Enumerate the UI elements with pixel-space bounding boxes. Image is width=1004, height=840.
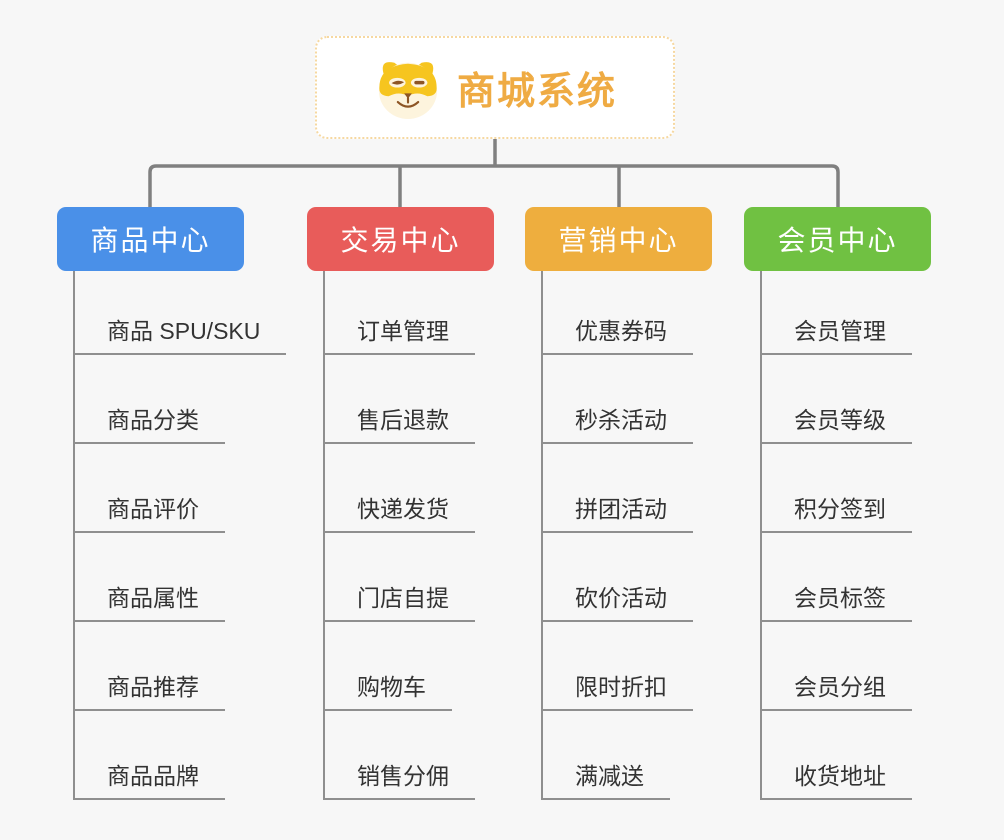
branch-item-list: 会员管理 会员等级 积分签到 会员标签 会员分组 收货地址 (760, 271, 931, 800)
branch-product-center: 商品中心 商品 SPU/SKU 商品分类 商品评价 商品属性 商品推荐 商品品牌 (57, 207, 287, 800)
branch-header-trade[interactable]: 交易中心 (307, 207, 494, 271)
branch-item[interactable]: 门店自提 (325, 533, 475, 622)
branch-item[interactable]: 商品推荐 (75, 622, 225, 711)
branch-item[interactable]: 商品品牌 (75, 711, 225, 800)
branch-item[interactable]: 售后退款 (325, 355, 475, 444)
branch-member-center: 会员中心 会员管理 会员等级 积分签到 会员标签 会员分组 收货地址 (744, 207, 931, 800)
branch-item[interactable]: 拼团活动 (543, 444, 693, 533)
branch-item[interactable]: 商品分类 (75, 355, 225, 444)
branch-item[interactable]: 收货地址 (762, 711, 912, 800)
branch-item-list: 商品 SPU/SKU 商品分类 商品评价 商品属性 商品推荐 商品品牌 (73, 271, 287, 800)
branch-item[interactable]: 购物车 (325, 622, 452, 711)
root-title: 商城系统 (456, 71, 617, 113)
branch-item-list: 优惠券码 秒杀活动 拼团活动 砍价活动 限时折扣 满减送 (541, 271, 712, 800)
branch-item[interactable]: 会员标签 (762, 533, 912, 622)
branch-header-member[interactable]: 会员中心 (744, 207, 931, 271)
branch-header-product[interactable]: 商品中心 (57, 207, 244, 271)
branch-item[interactable]: 限时折扣 (543, 622, 693, 711)
branch-item[interactable]: 快递发货 (325, 444, 475, 533)
branch-item[interactable]: 销售分佣 (325, 711, 475, 800)
branch-item[interactable]: 会员等级 (762, 355, 912, 444)
branch-item[interactable]: 商品属性 (75, 533, 225, 622)
branch-marketing-center: 营销中心 优惠券码 秒杀活动 拼团活动 砍价活动 限时折扣 满减送 (525, 207, 712, 800)
branch-header-marketing[interactable]: 营销中心 (525, 207, 712, 271)
branch-item[interactable]: 秒杀活动 (543, 355, 693, 444)
branch-item[interactable]: 满减送 (543, 711, 670, 800)
branch-trade-center: 交易中心 订单管理 售后退款 快递发货 门店自提 购物车 销售分佣 (307, 207, 494, 800)
root-node[interactable]: 商城系统 (315, 36, 675, 139)
branch-item[interactable]: 积分签到 (762, 444, 912, 533)
branch-item[interactable]: 优惠券码 (543, 271, 693, 355)
branch-item[interactable]: 商品评价 (75, 444, 225, 533)
branch-item-list: 订单管理 售后退款 快递发货 门店自提 购物车 销售分佣 (323, 271, 494, 800)
branch-item[interactable]: 会员分组 (762, 622, 912, 711)
branch-item[interactable]: 商品 SPU/SKU (75, 271, 287, 355)
branch-item[interactable]: 订单管理 (325, 271, 475, 355)
branch-item[interactable]: 砍价活动 (543, 533, 693, 622)
branch-item[interactable]: 会员管理 (762, 271, 912, 355)
doge-icon (373, 56, 443, 120)
